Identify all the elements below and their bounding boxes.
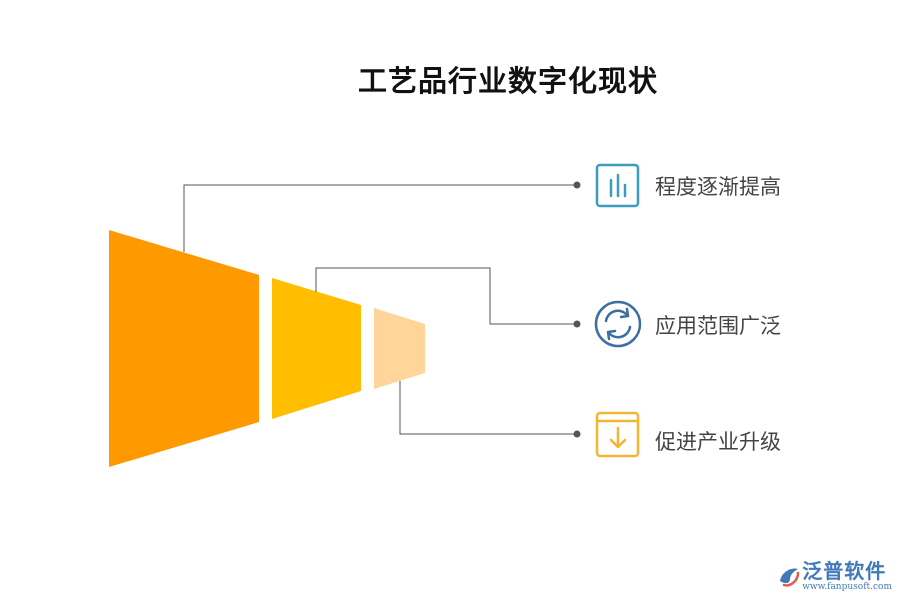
connector-dot-2 [573,320,581,328]
connector-dot-1 [573,181,581,189]
connector-dot-3 [573,430,581,438]
refresh-icon [594,300,642,348]
funnel-segment-1 [109,230,259,467]
brand-logo-icon [780,568,800,587]
funnel-segment-3 [374,308,425,389]
watermark-url: www.fanpusoft.com [802,582,892,592]
connector-line-2 [315,267,577,325]
watermark-logo: 泛普软件 www.fanpusoft.com [776,560,892,592]
bar-chart-icon [595,163,640,208]
connector-line-3 [399,381,577,435]
watermark-brand: 泛普软件 [802,559,887,583]
connector-line-1 [183,184,577,252]
item-label-1: 程度逐渐提高 [655,175,781,199]
funnel-segment-2 [272,278,361,419]
item-label-2: 应用范围广泛 [655,314,781,338]
download-box-icon [595,411,640,458]
item-label-3: 促进产业升级 [655,430,781,454]
diagram-title: 工艺品行业数字化现状 [357,64,658,98]
